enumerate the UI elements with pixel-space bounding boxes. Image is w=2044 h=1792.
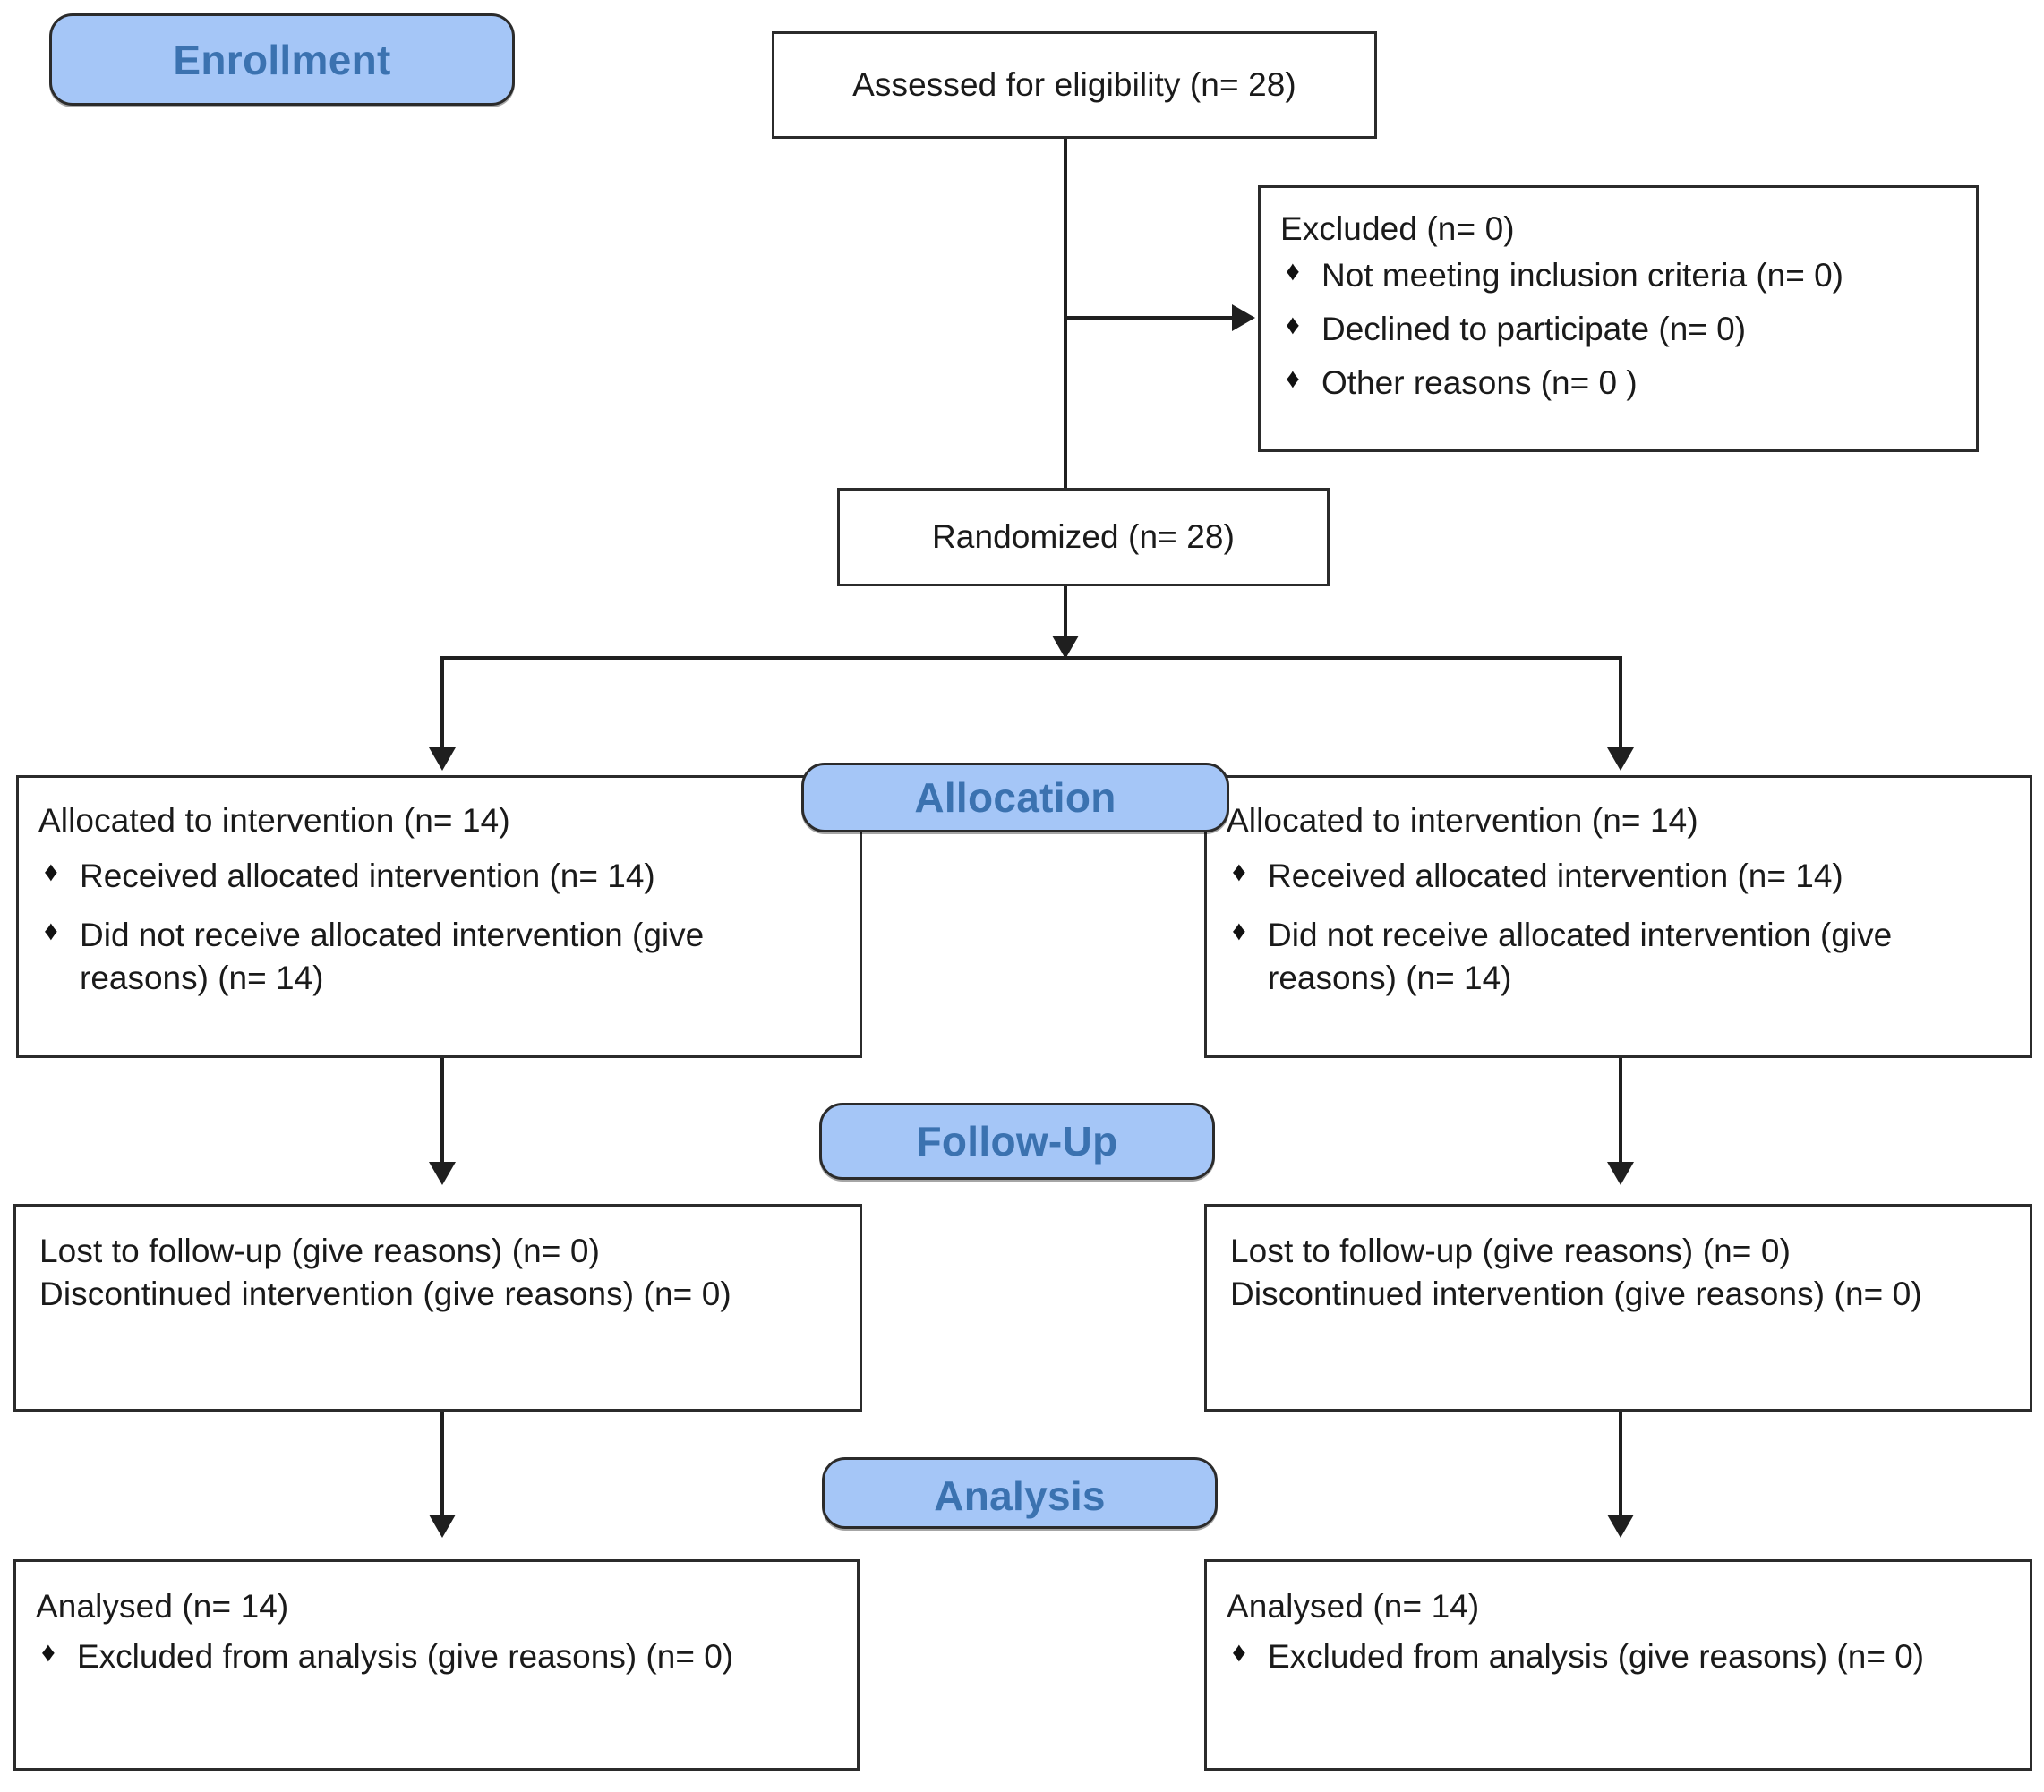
followup-right-line1: Lost to follow-up (give reasons) (n= 0) <box>1230 1233 1791 1269</box>
diamond-bullet-icon: ♦ <box>44 915 58 947</box>
node-assessed-for-eligibility: Assessed for eligibility (n= 28) <box>772 31 1377 139</box>
node-analysed-left: Analysed (n= 14) ♦ Excluded from analysi… <box>13 1559 860 1771</box>
allocated-left-title: Allocated to intervention (n= 14) <box>38 802 510 839</box>
node-allocated-right: Allocated to intervention (n= 14) ♦ Rece… <box>1204 775 2032 1058</box>
node-excluded-box: Excluded (n= 0) ♦ Not meeting inclusion … <box>1258 185 1979 452</box>
connector-followup-to-analysis-right <box>1619 1410 1622 1528</box>
stage-label-enrollment: Enrollment <box>173 36 391 83</box>
allocated-right-bullet-1: Did not receive allocated intervention (… <box>1268 917 1893 997</box>
followup-left-line2: Discontinued intervention (give reasons)… <box>39 1276 731 1313</box>
connector-randomized-down <box>1064 586 1067 656</box>
list-item: ♦ Not meeting inclusion criteria (n= 0) <box>1280 254 1953 297</box>
followup-left-line1: Lost to follow-up (give reasons) (n= 0) <box>39 1233 600 1269</box>
connector-allocation-bus <box>440 656 1622 660</box>
connector-followup-to-analysis-left <box>440 1410 444 1528</box>
diamond-bullet-icon: ♦ <box>41 1636 56 1668</box>
connector-bus-right-drop <box>1619 656 1622 764</box>
node-randomized: Randomized (n= 28) <box>837 488 1330 586</box>
connector-to-excluded <box>1064 316 1234 320</box>
diamond-bullet-icon: ♦ <box>1232 1636 1246 1668</box>
node-followup-left: Lost to follow-up (give reasons) (n= 0) … <box>13 1204 862 1412</box>
arrowhead-followup-left <box>429 1162 456 1185</box>
list-item: ♦ Excluded from analysis (give reasons) … <box>1227 1635 2006 1678</box>
arrowhead-randomized-split <box>1052 636 1079 659</box>
arrowhead-followup-right <box>1607 1162 1634 1185</box>
randomized-title: Randomized (n= 28) <box>931 517 1236 555</box>
analysed-left-bullet-list: ♦ Excluded from analysis (give reasons) … <box>36 1635 834 1678</box>
stage-label-analysis: Analysis <box>934 1472 1106 1519</box>
stage-pill-followup: Follow-Up <box>819 1103 1215 1180</box>
followup-right-line2: Discontinued intervention (give reasons)… <box>1230 1276 1922 1313</box>
node-analysed-right: Analysed (n= 14) ♦ Excluded from analysi… <box>1204 1559 2032 1771</box>
analysed-left-bullet-0: Excluded from analysis (give reasons) (n… <box>77 1638 734 1676</box>
excluded-title: Excluded (n= 0) <box>1280 210 1515 247</box>
analysed-right-title: Analysed (n= 14) <box>1227 1588 1480 1625</box>
analysed-right-bullet-list: ♦ Excluded from analysis (give reasons) … <box>1227 1635 2006 1678</box>
stage-pill-enrollment: Enrollment <box>49 13 515 106</box>
connector-alloc-to-followup-right <box>1619 1058 1622 1176</box>
arrowhead-to-excluded <box>1232 304 1255 331</box>
excluded-bullet-0: Not meeting inclusion criteria (n= 0) <box>1321 257 1844 294</box>
list-item: ♦ Excluded from analysis (give reasons) … <box>36 1635 834 1678</box>
list-item: ♦ Did not receive allocated intervention… <box>1227 914 2006 1000</box>
stage-pill-analysis: Analysis <box>822 1457 1218 1529</box>
analysed-right-bullet-0: Excluded from analysis (give reasons) (n… <box>1268 1638 1925 1676</box>
connector-bus-left-drop <box>440 656 444 764</box>
node-followup-right: Lost to follow-up (give reasons) (n= 0) … <box>1204 1204 2032 1412</box>
arrowhead-alloc-right <box>1607 747 1634 771</box>
node-allocated-left: Allocated to intervention (n= 14) ♦ Rece… <box>16 775 862 1058</box>
stage-pill-allocation: Allocation <box>801 763 1229 832</box>
allocated-left-bullet-list: ♦ Received allocated intervention (n= 14… <box>38 855 836 1000</box>
excluded-bullet-1: Declined to participate (n= 0) <box>1321 311 1747 348</box>
diamond-bullet-icon: ♦ <box>1286 363 1300 395</box>
excluded-bullet-2: Other reasons (n= 0 ) <box>1321 364 1638 402</box>
arrowhead-analysis-right <box>1607 1515 1634 1538</box>
allocated-left-bullet-0: Received allocated intervention (n= 14) <box>80 858 655 895</box>
list-item: ♦ Did not receive allocated intervention… <box>38 914 836 1000</box>
arrowhead-alloc-left <box>429 747 456 771</box>
allocated-right-bullet-list: ♦ Received allocated intervention (n= 14… <box>1227 855 2006 1000</box>
diamond-bullet-icon: ♦ <box>1232 915 1246 947</box>
assessed-title: Assessed for eligibility (n= 28) <box>852 65 1296 103</box>
list-item: ♦ Received allocated intervention (n= 14… <box>38 855 836 898</box>
allocated-right-bullet-0: Received allocated intervention (n= 14) <box>1268 858 1843 895</box>
list-item: ♦ Other reasons (n= 0 ) <box>1280 362 1953 405</box>
list-item: ♦ Declined to participate (n= 0) <box>1280 308 1953 351</box>
stage-label-allocation: Allocation <box>914 774 1116 821</box>
diamond-bullet-icon: ♦ <box>1286 255 1300 287</box>
diamond-bullet-icon: ♦ <box>1232 856 1246 888</box>
stage-label-followup: Follow-Up <box>916 1118 1118 1165</box>
diamond-bullet-icon: ♦ <box>1286 309 1300 341</box>
list-item: ♦ Received allocated intervention (n= 14… <box>1227 855 2006 898</box>
connector-alloc-to-followup-left <box>440 1058 444 1176</box>
excluded-bullet-list: ♦ Not meeting inclusion criteria (n= 0) … <box>1280 254 1953 405</box>
diamond-bullet-icon: ♦ <box>44 856 58 888</box>
analysed-left-title: Analysed (n= 14) <box>36 1588 289 1625</box>
allocated-left-bullet-1: Did not receive allocated intervention (… <box>80 917 705 997</box>
allocated-right-title: Allocated to intervention (n= 14) <box>1227 802 1698 839</box>
arrowhead-analysis-left <box>429 1515 456 1538</box>
